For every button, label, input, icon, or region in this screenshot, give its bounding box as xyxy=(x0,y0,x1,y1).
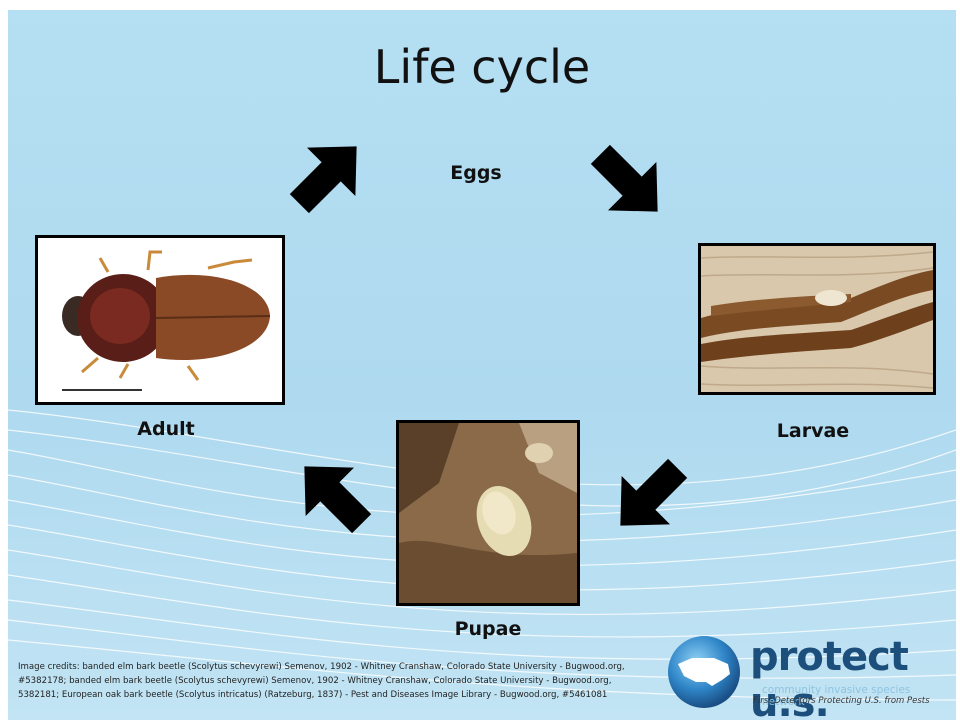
protect-us-logo: protect u.s. community invasive species … xyxy=(666,632,956,720)
arrow-eggs-to-larvae xyxy=(584,138,674,228)
adult-photo xyxy=(35,235,285,405)
larvae-photo xyxy=(698,243,936,395)
arrow-adult-to-eggs xyxy=(283,130,373,220)
arrow-pupae-to-adult xyxy=(288,450,378,540)
pupae-photo xyxy=(396,420,580,606)
stage-label-adult: Adult xyxy=(116,418,216,440)
globe-icon xyxy=(666,634,742,710)
slide: Life cycle Eggs Larvae xyxy=(8,10,956,720)
stage-label-larvae: Larvae xyxy=(753,420,873,442)
stage-label-eggs: Eggs xyxy=(426,162,526,184)
credits-line-3: 5382181; European oak bark beetle (Scoly… xyxy=(18,688,638,702)
logo-tagline: First Detectors Protecting U.S. from Pes… xyxy=(753,696,930,706)
slide-title: Life cycle xyxy=(8,40,956,94)
image-credits: Image credits: banded elm bark beetle (S… xyxy=(18,660,638,702)
arrow-larvae-to-pupae xyxy=(604,452,694,542)
credits-line-2: #5382178; banded elm bark beetle (Scolyt… xyxy=(18,674,638,688)
credits-line-1: Image credits: banded elm bark beetle (S… xyxy=(18,660,638,674)
stage-label-pupae: Pupae xyxy=(433,618,543,640)
